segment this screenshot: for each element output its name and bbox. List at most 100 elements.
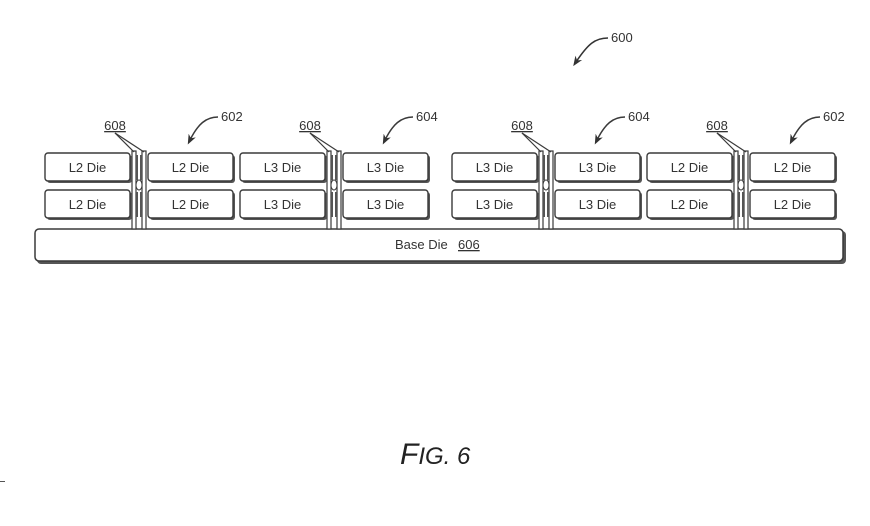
base-die: Base Die 606 <box>34 228 846 264</box>
die-rect <box>147 189 234 219</box>
connector-leader-line <box>114 132 135 153</box>
connector-leader-line <box>716 132 737 153</box>
die-box: L2 Die <box>646 189 734 220</box>
tsv-pillar <box>538 150 544 230</box>
die-box: L3 Die <box>239 189 327 220</box>
caption-rest: IG. 6 <box>418 443 471 470</box>
group-ref-arrow <box>789 116 821 145</box>
die-rect <box>451 189 538 219</box>
die-rect <box>554 189 641 219</box>
base-die-box <box>34 228 844 262</box>
group-ref-arrow <box>382 116 414 145</box>
die-box: L3 Die <box>451 189 539 220</box>
tsv-pillar-shade <box>543 192 545 217</box>
tsv-pillar <box>548 150 554 230</box>
base-die-label: Base Die <box>395 237 448 252</box>
reference-arrow-600 <box>573 37 609 67</box>
caption-prefix: F <box>400 438 420 471</box>
tsv-pillar-shade <box>136 155 138 180</box>
die-box: L2 Die <box>749 152 837 183</box>
tsv-connector <box>538 150 554 230</box>
connector-ref-label: 608 <box>511 118 533 133</box>
tsv-pillar-shade <box>335 155 337 180</box>
die-box: L3 Die <box>342 189 430 220</box>
die-box: L2 Die <box>147 189 235 220</box>
die-label: L2 Die <box>774 197 812 212</box>
die-label: L3 Die <box>367 197 405 212</box>
die-box: L3 Die <box>554 189 642 220</box>
tsv-bump <box>542 179 550 191</box>
tsv-pillar-shade <box>140 192 142 217</box>
die-box: L2 Die <box>44 152 132 183</box>
group-ref-label: 604 <box>628 109 650 124</box>
tsv-bump <box>330 179 338 191</box>
die-rect <box>239 152 326 182</box>
die-group-602: L2 Die L2 Die L2 Die L2 Die 608 602 <box>44 109 243 230</box>
tsv-connector <box>131 150 147 230</box>
die-label: L3 Die <box>476 160 514 175</box>
connector-leader-line <box>309 132 340 153</box>
die-label: L2 Die <box>172 197 210 212</box>
connector-ref-label: 608 <box>706 118 728 133</box>
connector-leader-line <box>114 132 145 153</box>
tsv-pillar <box>141 150 147 230</box>
die-rect <box>147 152 234 182</box>
tsv-pillar <box>733 150 739 230</box>
tsv-connector <box>326 150 342 230</box>
die-rect <box>646 152 733 182</box>
figure-caption-text: FIG. 6 <box>400 438 471 471</box>
tsv-pillar-shade <box>136 192 138 217</box>
die-box: L2 Die <box>646 152 734 183</box>
tsv-pillar-shade <box>742 155 744 180</box>
die-group-602: L2 Die L2 Die L2 Die L2 Die 608 602 <box>646 109 845 230</box>
die-rect <box>44 189 131 219</box>
group-ref-label: 602 <box>221 109 243 124</box>
die-label: L2 Die <box>671 160 709 175</box>
die-label: L3 Die <box>579 160 617 175</box>
tsv-pillar-shade <box>140 155 142 180</box>
die-label: L3 Die <box>264 197 302 212</box>
tsv-pillar-shade <box>742 192 744 217</box>
die-box: L3 Die <box>554 152 642 183</box>
group-ref-label: 604 <box>416 109 438 124</box>
die-label: L3 Die <box>367 160 405 175</box>
connector-leader-line <box>521 132 552 153</box>
tsv-pillar-shade <box>738 192 740 217</box>
tsv-pillar-shade <box>547 155 549 180</box>
figure-caption: FIG. 6 <box>400 438 471 471</box>
tsv-pillar-shade <box>331 155 333 180</box>
die-group-604: L3 Die L3 Die L3 Die L3 Die 608 604 <box>239 109 438 230</box>
die-box: L3 Die <box>342 152 430 183</box>
tsv-bump <box>135 179 143 191</box>
base-die-ref: 606 <box>458 237 480 252</box>
die-label: L3 Die <box>264 160 302 175</box>
connector-leader-line <box>521 132 542 153</box>
tsv-pillar-shade <box>331 192 333 217</box>
die-rect <box>554 152 641 182</box>
die-label: L3 Die <box>579 197 617 212</box>
tsv-pillar <box>336 150 342 230</box>
die-rect <box>646 189 733 219</box>
tsv-pillar <box>743 150 749 230</box>
die-box: L2 Die <box>749 189 837 220</box>
die-label: L2 Die <box>69 197 107 212</box>
die-rect <box>44 152 131 182</box>
connector-ref-label: 608 <box>104 118 126 133</box>
tsv-pillar <box>326 150 332 230</box>
tsv-bump <box>737 179 745 191</box>
group-ref-arrow <box>187 116 219 145</box>
die-rect <box>749 189 836 219</box>
die-rect <box>342 152 429 182</box>
die-label: L2 Die <box>172 160 210 175</box>
die-group-604: L3 Die L3 Die L3 Die L3 Die 608 604 <box>451 109 650 230</box>
margin-mark <box>0 481 5 482</box>
tsv-pillar-shade <box>335 192 337 217</box>
die-rect <box>342 189 429 219</box>
die-label: L3 Die <box>476 197 514 212</box>
die-label: L2 Die <box>671 197 709 212</box>
connector-ref-label: 608 <box>299 118 321 133</box>
group-ref-label: 602 <box>823 109 845 124</box>
tsv-pillar <box>131 150 137 230</box>
